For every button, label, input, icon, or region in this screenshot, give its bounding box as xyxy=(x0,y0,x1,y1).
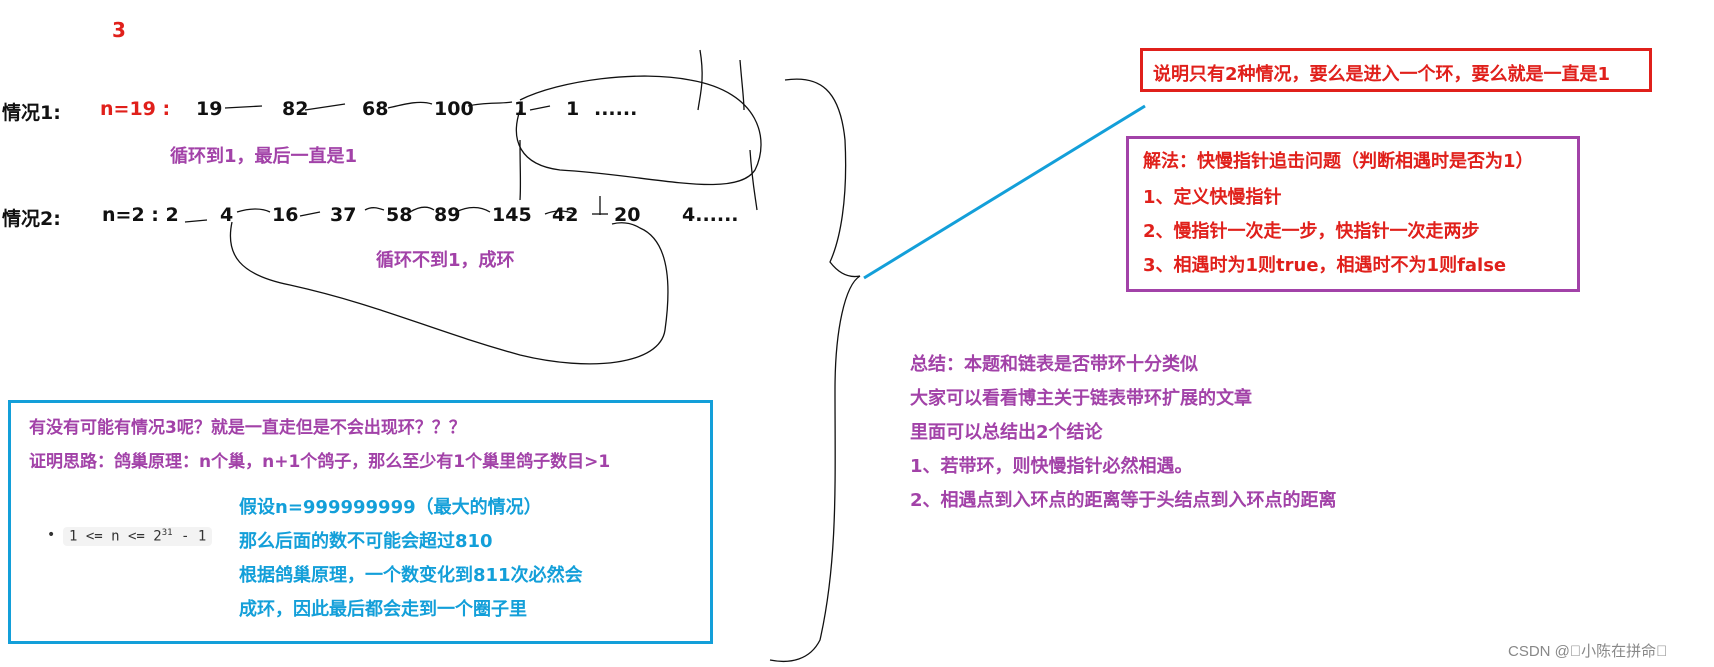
bullet-icon: • xyxy=(47,527,56,543)
case1-seq-item: 68 xyxy=(362,98,389,120)
case2-seq-item: 4...... xyxy=(682,204,739,226)
case2-seq-item: 4 xyxy=(220,204,234,226)
proof-box: 有没有可能有情况3呢？就是一直走但是不会出现环？？？ 证明思路：鸽巢原理：n个巢… xyxy=(8,400,713,644)
case2-note: 循环不到1，成环 xyxy=(376,250,515,271)
case1-seq-item: 19 xyxy=(196,98,223,120)
case1-n-label: n=19 : xyxy=(100,98,171,120)
case2-seq-item: 16 xyxy=(272,204,299,226)
constraint-tail: - 1 xyxy=(172,528,207,545)
case1-note: 循环到1，最后一直是1 xyxy=(170,146,358,167)
proof-question: 有没有可能有情况3呢？就是一直走但是不会出现环？？？ xyxy=(29,418,466,438)
case2-seq-item: 37 xyxy=(330,204,357,226)
constraint-chip: 1 <= n <= 231 - 1 xyxy=(63,527,213,546)
constraint-main: 1 <= n <= 2 xyxy=(69,528,162,545)
case1-seq-item: ...... xyxy=(594,98,638,120)
solution-step: 3、相遇时为1则true，相遇时不为1则false xyxy=(1143,255,1507,276)
watermark: CSDN @ 小陈在拼命  xyxy=(1508,643,1668,660)
proof-reasoning-line: 根据鸽巢原理，一个数变化到811次必然会 xyxy=(239,565,583,586)
constraint-exponent: 31 xyxy=(161,528,173,538)
solution-title: 解法：快慢指针追击问题（判断相遇时是否为1） xyxy=(1143,151,1534,172)
case1-seq-item: 82 xyxy=(282,98,309,120)
solution-box: 解法：快慢指针追击问题（判断相遇时是否为1） 1、定义快慢指针 2、慢指针一次走… xyxy=(1126,136,1580,292)
summary-line: 总结：本题和链表是否带环十分类似 xyxy=(910,354,1198,375)
case2-seq-item: 58 xyxy=(386,204,413,226)
conclusion-box: 说明只有2种情况，要么是进入一个环，要么就是一直是1 xyxy=(1140,48,1652,92)
summary-line: 1、若带环，则快慢指针必然相遇。 xyxy=(910,456,1193,477)
proof-reasoning-line: 成环，因此最后都会走到一个圈子里 xyxy=(239,599,527,620)
case2-seq-item: 89 xyxy=(434,204,461,226)
conclusion-text: 说明只有2种情况，要么是进入一个环，要么就是一直是1 xyxy=(1153,64,1611,85)
case1-seq-item: 1 xyxy=(514,98,528,120)
case2-seq-item: 20 xyxy=(614,204,641,226)
summary-line: 2、相遇点到入环点的距离等于头结点到入环点的距离 xyxy=(910,490,1337,511)
summary-line: 里面可以总结出2个结论 xyxy=(910,422,1103,443)
summary-line: 大家可以看看博主关于链表带环扩展的文章 xyxy=(910,388,1252,409)
solution-step: 2、慢指针一次走一步，快指针一次走两步 xyxy=(1143,221,1480,242)
solution-step: 1、定义快慢指针 xyxy=(1143,187,1282,208)
proof-idea: 证明思路：鸽巢原理：n个巢，n+1个鸽子，那么至少有1个巢里鸽子数目>1 xyxy=(29,452,611,472)
case1-label: 情况1: xyxy=(2,102,61,124)
case2-seq-item: 145 xyxy=(492,204,532,226)
case2-label: 情况2: xyxy=(2,208,61,230)
case2-seq-item: 42 xyxy=(552,204,579,226)
top-number: 3 xyxy=(112,18,126,42)
proof-reasoning-line: 那么后面的数不可能会超过810 xyxy=(239,531,493,552)
case2-n-label: n=2 : 2 xyxy=(102,204,179,226)
proof-reasoning-line: 假设n=999999999（最大的情况） xyxy=(239,497,542,518)
case1-seq-item: 1 xyxy=(566,98,580,120)
case1-seq-item: 100 xyxy=(434,98,474,120)
